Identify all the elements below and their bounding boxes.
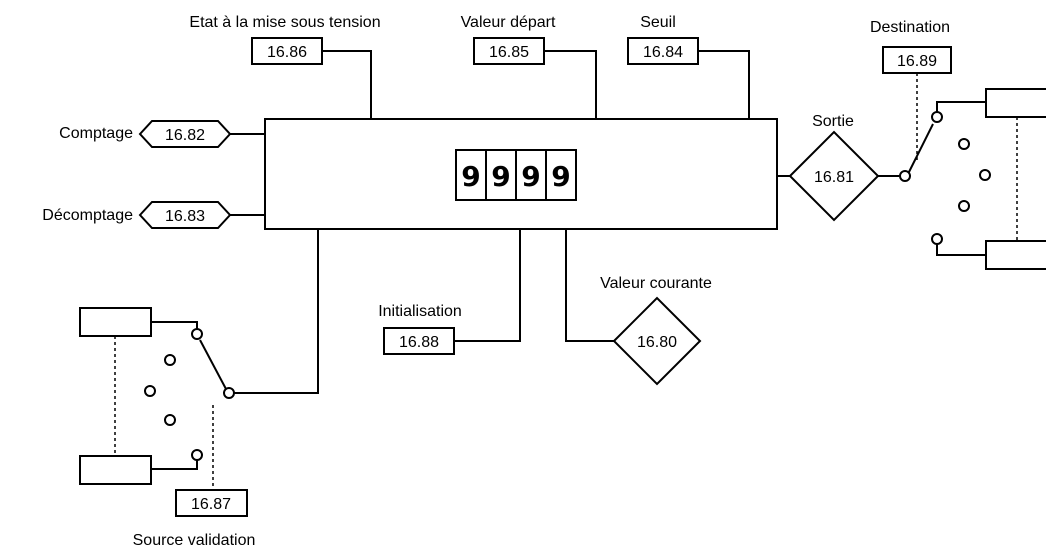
enable-source-selector: 16.87 Source validation [79,229,319,549]
threshold-wire [698,50,750,119]
enable-source-bottom [79,455,152,485]
current-value-label: Valeur courante [600,275,712,292]
power-on-state-value: 16.86 [267,44,307,61]
enable-source-top [79,307,152,337]
counter-digit-box [545,149,577,201]
destination-wire-top [936,101,986,112]
enable-terminal [164,414,176,426]
enable-terminal [144,385,156,397]
destination-selector: Destination 16.89 [870,19,1046,270]
destination-common-terminal [899,170,911,182]
output-label: Sortie [812,113,854,130]
count-down-label: Décomptage [42,207,133,224]
destination-terminal-top [931,111,943,123]
reset-value: 16.88 [399,334,439,351]
enable-terminal [164,354,176,366]
counter-digit-box [455,149,487,201]
counter-digit: 9 [551,160,570,193]
counter-digit: 9 [521,160,540,193]
start-value-wire [544,50,597,119]
threshold-box [627,37,699,65]
power-on-state-wire [322,50,372,119]
reset-wire [454,229,521,342]
enable-source-label: Source validation [133,532,256,549]
start-value-param: Valeur départ 16.85 [461,14,597,119]
destination-terminal-bottom [931,233,943,245]
destination-switch-arm [908,123,934,173]
destination-wire-bottom [936,244,986,256]
destination-value: 16.89 [897,53,937,70]
power-on-state-label: Etat à la mise sous tension [189,14,380,31]
current-value-value: 16.80 [637,334,677,351]
counter-digit: 9 [461,160,480,193]
start-value-value: 16.85 [489,44,529,61]
destination-target-top [985,88,1046,118]
enable-wire-top [151,321,198,329]
start-value-label: Valeur départ [461,14,556,31]
count-up-value: 16.82 [165,127,205,144]
threshold-label: Seuil [640,14,676,31]
current-value-param: Valeur courante 16.80 [565,229,712,386]
reset-label: Initialisation [378,303,462,320]
destination-terminal [958,200,970,212]
destination-target-bottom [985,240,1046,270]
output-param: Sortie 16.81 [777,113,899,222]
destination-label: Destination [870,19,950,36]
count-down-value: 16.83 [165,208,205,225]
threshold-value: 16.84 [643,44,683,61]
enable-terminal-bottom [191,449,203,461]
enable-source-value: 16.87 [191,496,231,513]
current-value-wire [565,229,614,342]
destination-box [882,46,952,74]
count-down-param: Décomptage 16.83 [42,201,265,229]
current-value-diamond [612,296,702,386]
counter-digit-box [485,149,517,201]
start-value-box [473,37,545,65]
enable-switch-arm [199,339,227,390]
counter-digit: 9 [491,160,510,193]
power-on-state-param: Etat à la mise sous tension 16.86 [189,14,381,119]
enable-source-box [175,489,248,517]
threshold-param: Seuil 16.84 [627,14,750,119]
count-up-label: Comptage [59,125,133,142]
enable-common-terminal [223,387,235,399]
count-up-param: Comptage 16.82 [59,120,265,148]
destination-terminal [958,138,970,150]
reset-param: Initialisation 16.88 [378,229,521,355]
enable-wire [234,229,319,394]
output-value: 16.81 [814,169,854,186]
enable-terminal-top [191,328,203,340]
destination-terminal [979,169,991,181]
counter-display: 9 9 9 9 [455,149,577,201]
enable-wire-bottom [151,460,198,470]
